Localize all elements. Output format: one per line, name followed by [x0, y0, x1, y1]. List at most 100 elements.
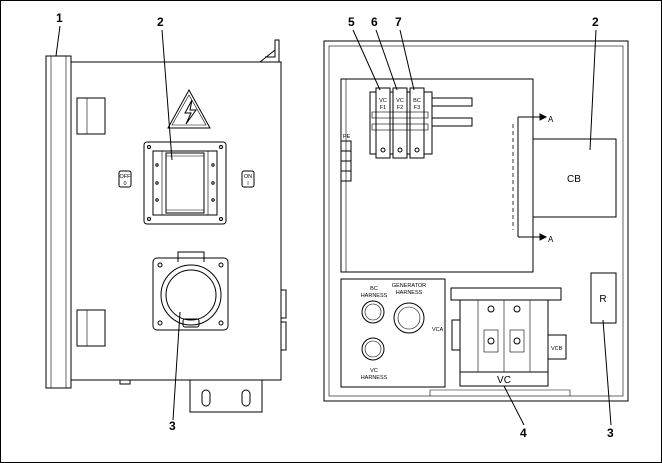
- socket-face[interactable]: [165, 269, 217, 321]
- bc-harness-port[interactable]: [361, 300, 385, 324]
- fuse-holder-f1[interactable]: [375, 87, 391, 159]
- callout-7: 7: [395, 15, 402, 29]
- arrow-head-bottom: [539, 233, 548, 241]
- cb-label: CB: [567, 174, 581, 185]
- off-label-box: [118, 170, 132, 188]
- vc-harness-port[interactable]: [361, 337, 385, 361]
- bottom-foot: [119, 379, 131, 385]
- vc-top-rail: [450, 287, 562, 301]
- vca-clamp: [451, 319, 461, 351]
- on-label: ON: [244, 174, 252, 180]
- on-label-box: [241, 170, 255, 188]
- socket-screw: [218, 320, 224, 326]
- callout-6-leader: [375, 29, 398, 91]
- switch-lever[interactable]: [165, 152, 205, 214]
- switch-panel-inner: [152, 150, 218, 216]
- vc-label: VC: [497, 375, 511, 386]
- on-symbol: I: [247, 181, 249, 187]
- lower-hinge: [76, 309, 106, 347]
- off-symbol: 0: [123, 181, 126, 187]
- interior-callouts: 5 6 7 2 4 3: [348, 15, 614, 440]
- mounting-bracket: [189, 380, 263, 413]
- vcb-label: VCB: [551, 346, 563, 352]
- generator-harness-port-inner: [397, 306, 421, 330]
- vc-harness-port-inner: [364, 340, 382, 358]
- vcb-clamp: [547, 334, 567, 360]
- pe-terminal: [340, 170, 352, 182]
- vc-harness-label-2: HARNESS: [361, 375, 388, 381]
- terminal-slot: [509, 329, 525, 353]
- terminal-screw: [513, 305, 521, 313]
- callout-3-left-leader: [172, 311, 181, 421]
- din-rail-lower: [431, 117, 473, 127]
- callout-4: 4: [520, 426, 527, 440]
- panel-screw: [219, 217, 223, 221]
- arrow-head-top: [539, 113, 548, 121]
- vca-label: VCA: [432, 327, 444, 333]
- panel-screw: [211, 181, 215, 185]
- panel-screw: [219, 145, 223, 149]
- circuit-breaker[interactable]: [532, 138, 617, 218]
- fuse-holder-f3[interactable]: [409, 87, 425, 159]
- interior-inner-frame: [328, 45, 624, 397]
- fuse-f3-bottom: F3: [414, 105, 420, 111]
- terminal-slot: [483, 329, 499, 353]
- callout-2-left: 2: [157, 15, 164, 29]
- callout-4-leader: [503, 385, 525, 426]
- front-callouts: 1 2 3: [55, 11, 181, 433]
- panel-screw: [147, 217, 151, 221]
- fuse-clip-row: [371, 123, 429, 131]
- fuse-screw: [380, 147, 386, 153]
- top-tab: [265, 39, 280, 62]
- section-a-top: A: [548, 115, 554, 124]
- lightning-bolt-icon: [184, 99, 197, 125]
- upper-hinge: [76, 97, 106, 135]
- panel-screw: [211, 198, 215, 202]
- bc-harness-port-inner: [364, 303, 382, 321]
- bc-harness-label-1: BC: [370, 286, 378, 292]
- pe-label: PE: [343, 134, 351, 140]
- callout-3-right: 3: [607, 426, 614, 440]
- warning-triangle-inner: [171, 94, 207, 126]
- gen-harness-label-1: GENERATOR: [392, 283, 426, 289]
- vc-harness-label-1: VC: [370, 368, 378, 374]
- socket-plate: [152, 257, 229, 331]
- harness-panel: [340, 278, 446, 388]
- generator-harness-port[interactable]: [393, 302, 425, 334]
- panel-screw: [155, 181, 159, 185]
- callout-5: 5: [348, 15, 355, 29]
- panel-screw: [155, 198, 159, 202]
- side-latch-lower: [280, 321, 287, 351]
- fuse-f1-top: VC: [379, 98, 387, 104]
- fuse-f2-bottom: F2: [397, 105, 403, 111]
- bracket-slot-right: [241, 389, 251, 407]
- callout-3-left: 3: [169, 419, 176, 433]
- din-rail-upper: [431, 97, 473, 107]
- front-enclosure-body: [70, 61, 282, 381]
- section-a-bottom: A: [548, 235, 554, 244]
- terminal-screw: [487, 337, 495, 345]
- callout-2-left-leader: [161, 29, 173, 161]
- callout-3-right-leader: [602, 319, 612, 426]
- terminal-screw: [513, 337, 521, 345]
- fuse-screw: [414, 147, 420, 153]
- fuse-clip-row: [371, 111, 429, 119]
- terminal-screw: [487, 305, 495, 313]
- socket-ring: [160, 264, 222, 326]
- fuse-holder-f2[interactable]: [392, 87, 408, 159]
- gen-harness-label-2: HARNESS: [396, 290, 423, 296]
- interior-view: PE VC F1 VC F2 BC F3 A A CB: [323, 40, 629, 402]
- panel-screw: [211, 163, 215, 167]
- r-label: R: [599, 294, 606, 305]
- warning-triangle: [167, 88, 211, 129]
- fuse-screw: [397, 147, 403, 153]
- interior-outer-frame: [323, 40, 629, 402]
- switch-panel-frame: [161, 150, 209, 216]
- panel-screw: [147, 145, 151, 149]
- front-view: OFF 0 ON I: [45, 39, 287, 413]
- panel-screw: [155, 163, 159, 167]
- bc-harness-label-2: HARNESS: [361, 293, 388, 299]
- callout-6: 6: [371, 15, 378, 29]
